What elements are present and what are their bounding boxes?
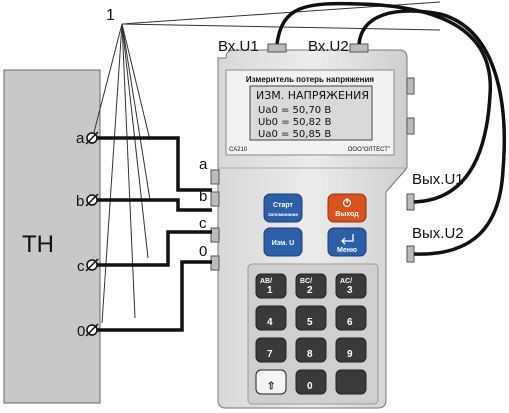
lcd-screen [249,85,373,141]
keypad-key[interactable] [335,369,367,395]
enter-icon [341,234,354,245]
keypad-key-toplabel: AC/ [340,278,352,285]
keypad-key-label: 2 [307,285,313,296]
keypad-key-label: 5 [307,317,313,328]
terminal-b-label: b [76,193,84,210]
keypad: AB/1 BC/2 AC/3 4 5 6 7 8 9 ⇧ 0 [255,273,367,395]
keypad-key[interactable] [335,337,367,363]
exit-button[interactable] [327,193,367,223]
measure-button-label: Изм. U [272,240,294,247]
output-u2-label: Вых.U2 [412,225,464,242]
transformer-terminals [85,131,99,337]
keypad-key[interactable] [255,337,287,363]
maker-label: ООО"ОЛТЕСТ" [348,147,390,153]
keypad-key-label: 3 [347,285,353,296]
measure-button[interactable] [263,227,303,257]
lcd-line-2: Ub0 = 50,82 В [258,117,332,128]
start-button-label: Старт [273,202,294,209]
menu-button-label: Меню [337,247,357,254]
output-u1-label: Вых.U1 [412,171,464,188]
wires [92,1,506,332]
keypad-key-label: 6 [347,317,353,328]
keypad-key[interactable] [295,337,327,363]
input-u2-connector [349,43,369,53]
device-terminal-0: 0 [199,243,207,260]
lcd-line-1: Ua0 = 50,70 В [258,105,331,116]
terminal-0-label: 0 [77,323,85,340]
keypad-key[interactable] [295,369,327,395]
keypad-key[interactable] [295,305,327,331]
exit-button-label: Выход [335,211,359,218]
output-u2-connector [406,245,415,263]
lcd-line-3: Ua0 = 50,85 В [258,129,331,140]
keypad-key-toplabel: AB/ [260,278,272,285]
keypad-key[interactable] [255,305,287,331]
keypad-key-toplabel: BC/ [300,278,312,285]
keypad-key-label: 7 [267,349,273,360]
keypad-key-label: 4 [267,317,273,328]
display-title: Измеритель потерь напряжения [246,75,375,84]
output-u1-connector [406,193,415,211]
device-terminal-c: c [199,215,207,232]
keypad-key[interactable] [295,273,327,299]
terminal-c-label: c [77,258,85,275]
keypad-panel [247,263,379,405]
menu-button[interactable] [327,227,367,257]
start-button-sublabel: Запоминание [268,212,299,217]
model-label: СА210 [229,147,248,153]
keypad-key-label: 8 [307,349,313,360]
keypad-key[interactable] [335,305,367,331]
lcd-heading: ИЗМ. НАПРЯЖЕНИЯ [256,89,369,102]
callout-number: 1 [106,7,115,24]
device-terminal-b: b [199,188,207,205]
keypad-key-label: 1 [267,285,273,296]
keypad-key[interactable] [255,273,287,299]
keypad-key-label: ⇧ [267,381,275,392]
start-button[interactable] [263,193,303,223]
keypad-key-label: 9 [347,349,353,360]
input-u1-connector [267,43,287,53]
input-u2-label: Вх.U2 [308,38,349,55]
input-u1-label: Вх.U1 [218,38,259,55]
device-terminal-a: a [199,156,208,173]
transformer-label: ТН [22,231,54,258]
transformer-box [3,69,101,404]
terminal-a-label: a [76,130,85,147]
keypad-key[interactable] [335,273,367,299]
keypad-key[interactable] [255,369,287,395]
keypad-key-label: 0 [307,381,313,392]
